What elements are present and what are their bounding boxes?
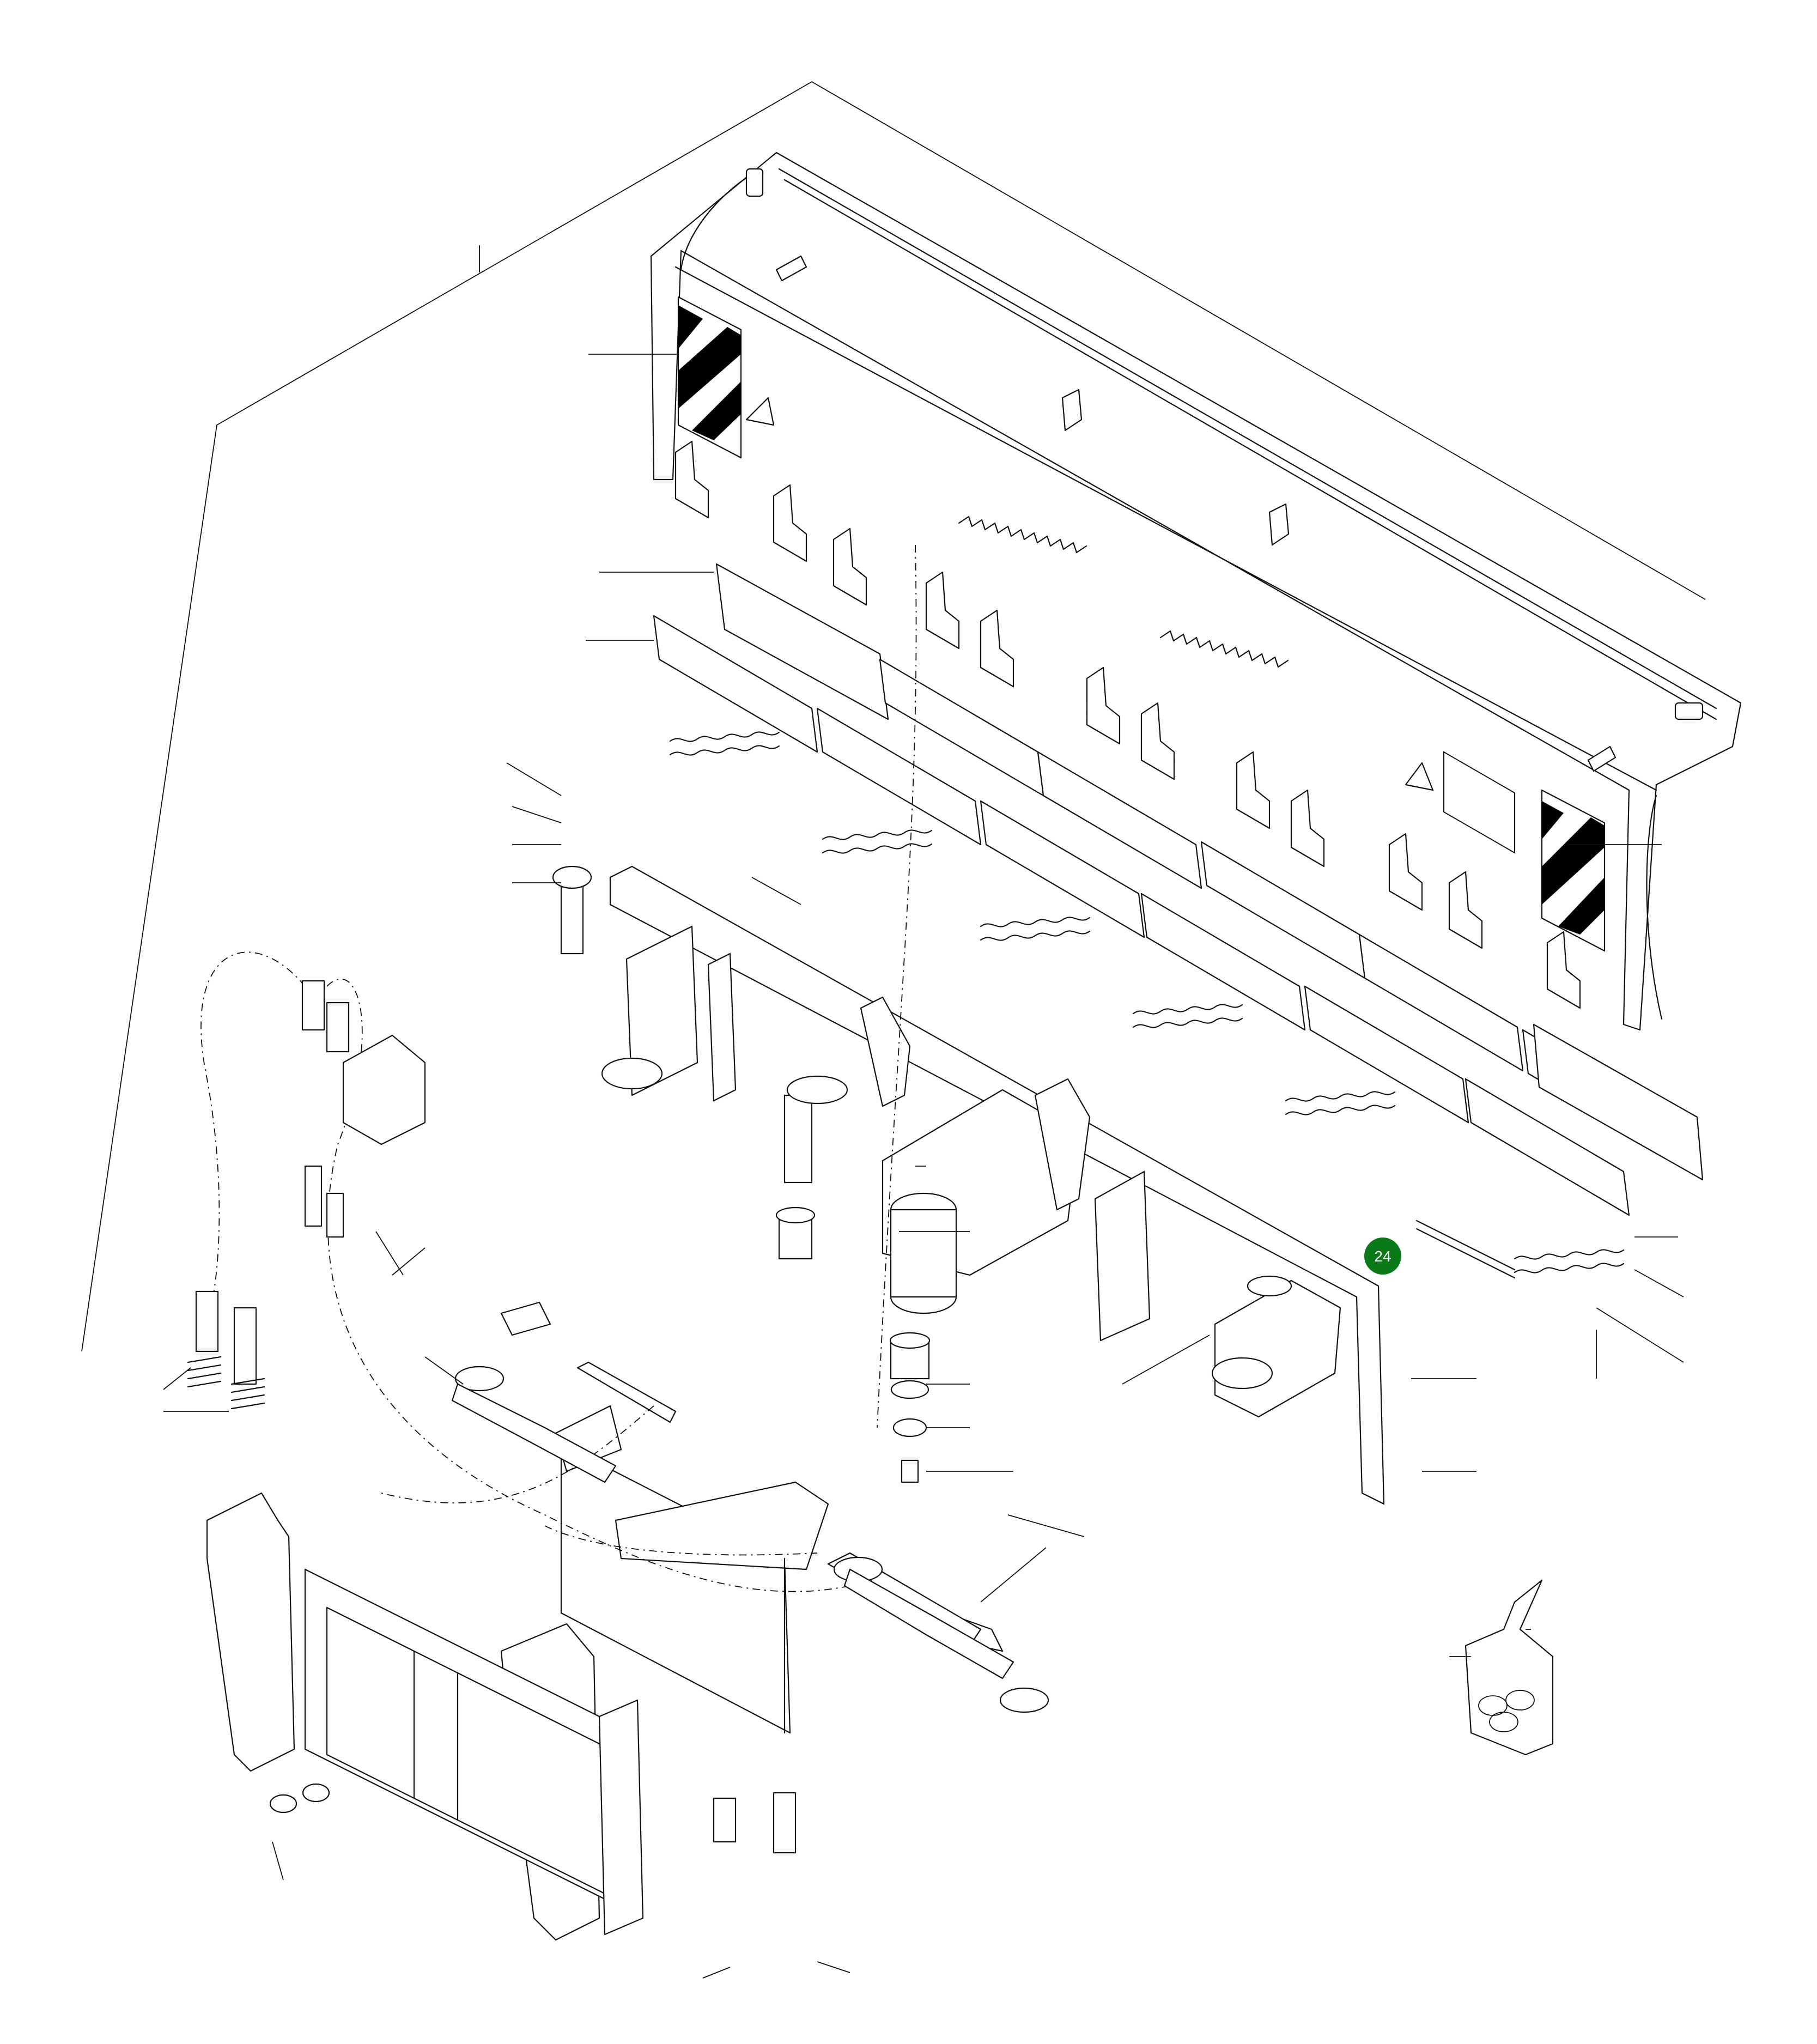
moldboard (650, 151, 1742, 1031)
hydraulic-hoses (200, 544, 917, 1592)
callout-24-label: 24 (1374, 1248, 1391, 1265)
hardware-bag (1464, 1579, 1554, 1756)
callout-24[interactable]: 24 (1364, 1238, 1401, 1275)
pivot-pins (552, 865, 1292, 1483)
leader-lines (163, 354, 1684, 1979)
tie-rods (451, 1301, 1049, 1713)
main-frame (601, 865, 1385, 1505)
quick-attach-frame (206, 1492, 644, 1941)
wear-plates (653, 563, 1704, 1216)
valve-fittings (187, 980, 426, 1410)
moldboard-ears (674, 389, 1581, 1009)
frame-lines (81, 81, 1706, 1352)
spring-sets (669, 731, 1625, 1279)
